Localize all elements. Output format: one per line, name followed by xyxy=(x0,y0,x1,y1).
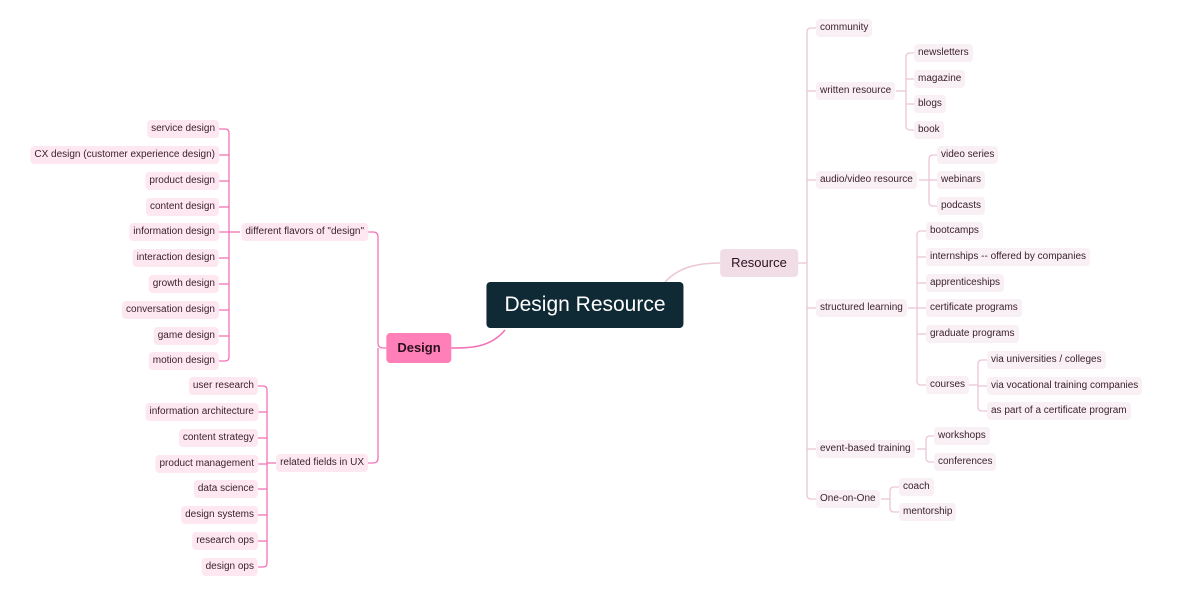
connector-branch xyxy=(806,27,816,33)
connector-branch xyxy=(219,128,230,134)
node-apprenticeships[interactable]: apprenticeships xyxy=(926,274,1005,292)
connector-branch xyxy=(219,356,230,362)
flavors-node[interactable]: different flavors of "design" xyxy=(241,223,368,241)
node-information-architecture[interactable]: information architecture xyxy=(145,403,258,421)
connector-branch xyxy=(889,486,899,492)
node-newsletters[interactable]: newsletters xyxy=(914,44,973,62)
node-user-research[interactable]: user research xyxy=(188,377,258,395)
connector-branch xyxy=(806,494,816,500)
root-node[interactable]: Design Resource xyxy=(486,282,684,328)
node-content-design[interactable]: content design xyxy=(145,198,219,216)
node-conversation-design[interactable]: conversation design xyxy=(122,301,219,319)
node-internships-offered-by-companies[interactable]: internships -- offered by companies xyxy=(926,248,1091,266)
audio-video-node[interactable]: audio/video resource xyxy=(816,171,917,189)
connector-branch xyxy=(905,125,914,131)
connector-branch xyxy=(258,562,268,568)
written-resource-node[interactable]: written resource xyxy=(816,82,896,100)
node-information-design[interactable]: information design xyxy=(129,223,219,241)
node-bootcamps[interactable]: bootcamps xyxy=(926,222,983,240)
node-service-design[interactable]: service design xyxy=(147,120,219,138)
connector-root-resource xyxy=(664,262,721,283)
node-content-strategy[interactable]: content strategy xyxy=(178,429,258,447)
node-workshops[interactable]: workshops xyxy=(934,427,990,445)
node-book[interactable]: book xyxy=(914,121,944,139)
node-growth-design[interactable]: growth design xyxy=(148,275,219,293)
node-cx-design-customer-experience-design[interactable]: CX design (customer experience design) xyxy=(30,146,219,164)
related-fields-node[interactable]: related fields in UX xyxy=(276,454,368,472)
one-on-one-node[interactable]: One-on-One xyxy=(816,490,880,508)
node-magazine[interactable]: magazine xyxy=(914,70,966,88)
node-blogs[interactable]: blogs xyxy=(914,95,946,113)
connector-root-design xyxy=(450,329,506,349)
node-mentorship[interactable]: mentorship xyxy=(899,503,957,521)
connector-branch xyxy=(928,154,937,160)
connector-branch xyxy=(977,406,987,412)
connector-branch xyxy=(977,359,987,365)
node-interaction-design[interactable]: interaction design xyxy=(132,249,219,267)
node-podcasts[interactable]: podcasts xyxy=(937,197,986,215)
node-product-design[interactable]: product design xyxy=(145,172,219,190)
node-certificate-programs[interactable]: certificate programs xyxy=(926,299,1022,317)
connector-branch xyxy=(925,457,934,463)
node-research-ops[interactable]: research ops xyxy=(192,532,258,550)
connector-branch xyxy=(905,52,914,58)
courses-node[interactable]: courses xyxy=(926,376,970,394)
community-node[interactable]: community xyxy=(816,19,873,37)
node-data-science[interactable]: data science xyxy=(193,480,258,498)
structured-learning-node[interactable]: structured learning xyxy=(816,299,907,317)
connector-branch xyxy=(925,435,934,441)
connector-design-related xyxy=(368,348,379,464)
node-motion-design[interactable]: motion design xyxy=(148,352,219,370)
event-training-node[interactable]: event-based training xyxy=(816,440,915,458)
node-coach[interactable]: coach xyxy=(899,478,934,496)
connector-branch xyxy=(258,385,268,391)
connector-branch xyxy=(928,201,937,207)
node-webinars[interactable]: webinars xyxy=(937,171,986,189)
node-as-part-of-a-certificate-program[interactable]: as part of a certificate program xyxy=(987,402,1131,420)
node-design-systems[interactable]: design systems xyxy=(181,506,258,524)
node-product-management[interactable]: product management xyxy=(155,455,258,473)
node-via-vocational-training-companies[interactable]: via vocational training companies xyxy=(987,377,1143,395)
connector-branch xyxy=(916,230,926,236)
node-game-design[interactable]: game design xyxy=(153,327,219,345)
connector-design-flavors xyxy=(368,231,387,349)
node-via-universities-colleges[interactable]: via universities / colleges xyxy=(987,351,1106,369)
node-design-ops[interactable]: design ops xyxy=(201,558,258,576)
design-branch-node[interactable]: Design xyxy=(386,333,452,363)
node-graduate-programs[interactable]: graduate programs xyxy=(926,325,1019,343)
connector-branch xyxy=(916,380,926,386)
node-conferences[interactable]: conferences xyxy=(934,453,997,471)
resource-branch-node[interactable]: Resource xyxy=(720,249,798,277)
node-video-series[interactable]: video series xyxy=(937,146,999,164)
connector-branch xyxy=(889,507,899,513)
